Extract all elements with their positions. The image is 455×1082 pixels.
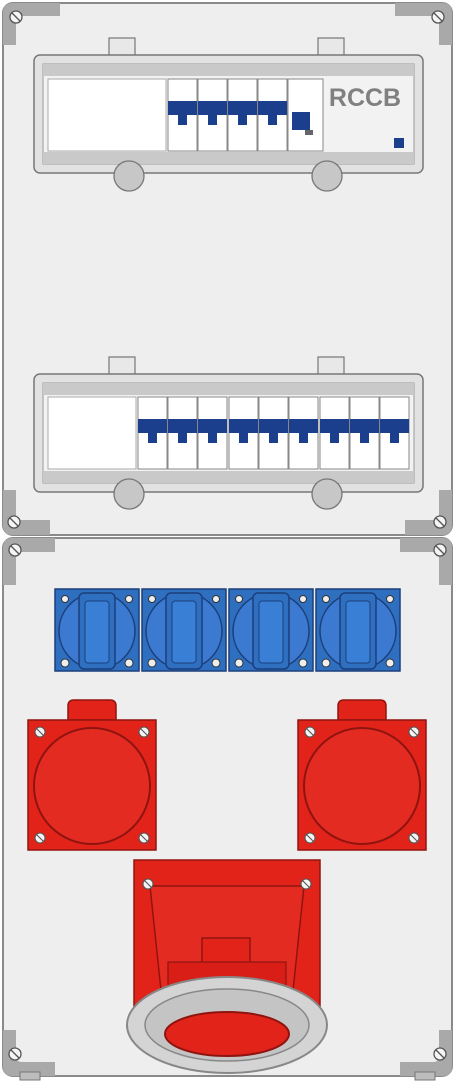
breaker-switch[interactable] [167,396,198,470]
lower-enclosure [2,537,453,1081]
corner-screw-icon [7,515,21,529]
corner-screw-icon [433,515,447,529]
rccb-label: RCCB [329,84,401,112]
breaker-switch[interactable] [257,78,288,152]
breaker-switch[interactable] [288,396,319,470]
rccb-test-module[interactable] [287,78,324,152]
breaker-switch[interactable] [228,396,259,470]
breaker-switch[interactable] [319,396,350,470]
mcb-panel [33,356,424,510]
breaker-switch[interactable] [379,396,410,470]
corner-screw-icon [8,1047,22,1061]
indicator-icon [394,138,404,148]
rccb-breakers [167,78,288,152]
schuko-socket-icon[interactable] [228,588,314,672]
fixing-knob-icon [311,160,343,192]
upper-enclosure: RCCB [2,2,453,536]
corner-screw-icon [433,543,447,557]
breaker-switch[interactable] [167,78,198,152]
schuko-socket-icon[interactable] [141,588,227,672]
schuko-socket-icon[interactable] [54,588,140,672]
cee-socket-large-icon[interactable] [126,859,328,1074]
corner-screw-icon [8,543,22,557]
corner-screw-icon [431,10,445,24]
corner-screw-icon [9,10,23,24]
breaker-switch[interactable] [197,78,228,152]
breaker-switch[interactable] [258,396,289,470]
fixing-knob-icon [113,160,145,192]
breaker-switch[interactable] [197,396,228,470]
rccb-panel: RCCB [33,37,424,192]
cee-socket-icon[interactable] [298,700,426,850]
mcb-breakers [137,396,410,470]
breaker-switch[interactable] [227,78,258,152]
breaker-switch[interactable] [137,396,168,470]
corner-screw-icon [433,1047,447,1061]
fixing-knob-icon [113,478,145,510]
breaker-switch[interactable] [349,396,380,470]
schuko-socket-icon[interactable] [315,588,401,672]
cee-socket-icon[interactable] [28,700,156,850]
fixing-knob-icon [311,478,343,510]
